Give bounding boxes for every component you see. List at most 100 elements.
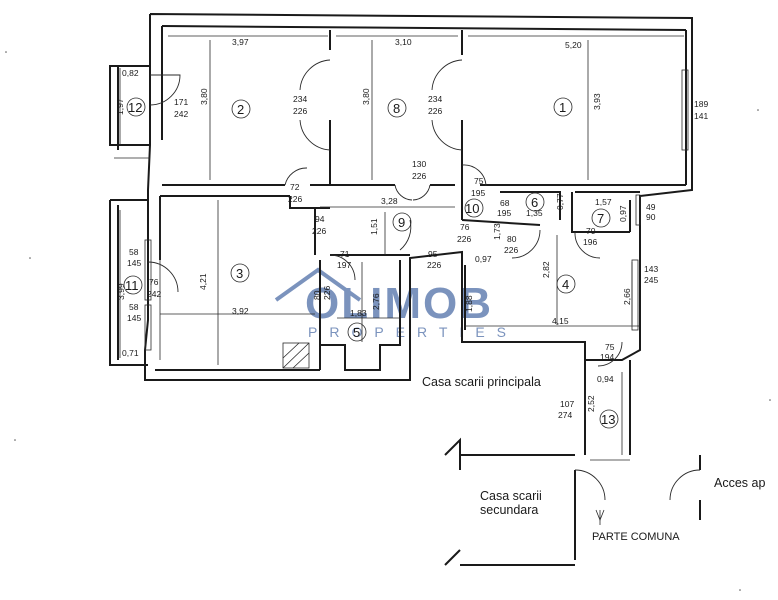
secondary-staircase-label-1: Casa scarii (480, 489, 542, 503)
door-room-8-bottom (431, 119, 463, 151)
room-number: 10 (465, 201, 479, 216)
room-number: 5 (353, 325, 360, 340)
dim-label: 0,97 (475, 254, 492, 264)
dim-label: 80 (312, 290, 322, 300)
dim-label: 58 (129, 302, 139, 312)
room-number: 8 (393, 101, 400, 116)
dim-label: 49 (646, 202, 656, 212)
room-number: 4 (562, 277, 569, 292)
dim-label: 58 (129, 247, 139, 257)
room-number: 11 (125, 278, 139, 293)
dim-label: 0,82 (122, 68, 139, 78)
dim-label: 107 (560, 399, 574, 409)
dim-label: 234 (293, 94, 307, 104)
door-room-8-top (431, 59, 463, 91)
watermark-brand: OLIMOB (305, 279, 493, 328)
watermark: OLIMOB PROPERTIES (274, 267, 518, 340)
door-room-12 (149, 74, 181, 106)
door-stairs (574, 469, 606, 501)
scan-specks (5, 51, 771, 591)
dim-label: 75 (474, 176, 484, 186)
door-corridor-top (394, 184, 413, 201)
dim-label: 196 (583, 237, 597, 247)
dim-label: 4,21 (198, 273, 208, 290)
dim-label: 194 (600, 352, 614, 362)
dim-label: 3,93 (592, 93, 602, 110)
dim-label: 226 (322, 286, 332, 300)
dim-label: 3,10 (395, 37, 412, 47)
door-access (669, 469, 701, 501)
dim-label: 195 (471, 188, 485, 198)
dim-label: 242 (147, 289, 161, 299)
walls (109, 13, 701, 566)
dim-label: 197 (337, 260, 351, 270)
dim-label: 226 (293, 106, 307, 116)
dim-label: 0,94 (597, 374, 614, 384)
dim-label: 70 (586, 226, 596, 236)
door-room-9 (399, 219, 412, 251)
dim-label: 226 (427, 260, 441, 270)
dim-label: 1,57 (595, 197, 612, 207)
dim-label: 145 (127, 258, 141, 268)
dim-label: 3,99 (116, 283, 126, 300)
dim-label: 1,97 (115, 98, 125, 115)
dim-label: 1,35 (526, 208, 543, 218)
dim-label: 95 (428, 249, 438, 259)
dim-label: 226 (428, 106, 442, 116)
dim-label: 2,76 (371, 293, 381, 310)
door-room-11 (147, 261, 179, 293)
dim-label: 274 (558, 410, 572, 420)
dimension-labels: 3,97 3,10 5,20 0,82 1,97 171 242 3,80 23… (115, 37, 708, 420)
dim-label: 226 (457, 234, 471, 244)
dim-label: 130 (412, 159, 426, 169)
dim-label: 226 (504, 245, 518, 255)
dim-label: 1,83 (350, 308, 367, 318)
dim-label: 3,97 (232, 37, 249, 47)
windows (144, 69, 689, 351)
door-room-7 (574, 231, 601, 259)
dim-label: 3,80 (199, 88, 209, 105)
dim-label: 245 (644, 275, 658, 285)
room-number: 7 (597, 211, 604, 226)
main-staircase-label: Casa scarii principala (422, 375, 541, 389)
dim-label: 195 (497, 208, 511, 218)
dim-label: 3,92 (232, 306, 249, 316)
dim-label: 242 (174, 109, 188, 119)
door-room-10 (461, 164, 487, 187)
dim-label: 0,71 (122, 348, 139, 358)
dim-label: 94 (315, 214, 325, 224)
dim-label: 2,82 (541, 261, 551, 278)
door-corridor-top-2 (412, 184, 431, 201)
dim-label: 68 (500, 198, 510, 208)
room-number: 9 (398, 215, 405, 230)
dim-label: 71 (340, 249, 350, 259)
dim-label: 76 (149, 277, 159, 287)
room-number: 3 (236, 266, 243, 281)
door-room-2-small (284, 167, 308, 186)
access-label: Acces ap (714, 476, 765, 490)
door-room-2-bottom (299, 119, 331, 151)
door-room-13 (597, 341, 623, 367)
door-room-5 (329, 254, 356, 281)
dim-label: 234 (428, 94, 442, 104)
room-number: 2 (237, 102, 244, 117)
watermark-roof-icon (274, 267, 362, 302)
dim-label: 226 (288, 194, 302, 204)
dim-label: 226 (412, 171, 426, 181)
dim-label: 1,73 (492, 223, 502, 240)
dim-label: 226 (312, 226, 326, 236)
doors (147, 59, 701, 501)
dim-label: 2,52 (586, 395, 596, 412)
room-number: 1 (559, 100, 566, 115)
room-number: 13 (601, 412, 615, 427)
watermark-subtitle: PROPERTIES (308, 324, 518, 340)
dim-label: 90 (646, 212, 656, 222)
dim-label: 2,66 (622, 288, 632, 305)
room-numbers: 1 2 3 4 5 6 7 8 9 10 11 12 13 (123, 97, 619, 429)
common-area-label: PARTE COMUNA (592, 531, 680, 543)
dim-label: 72 (290, 182, 300, 192)
room-number: 6 (531, 195, 538, 210)
dim-label: 80 (507, 234, 517, 244)
dim-label: 0,97 (618, 205, 628, 222)
